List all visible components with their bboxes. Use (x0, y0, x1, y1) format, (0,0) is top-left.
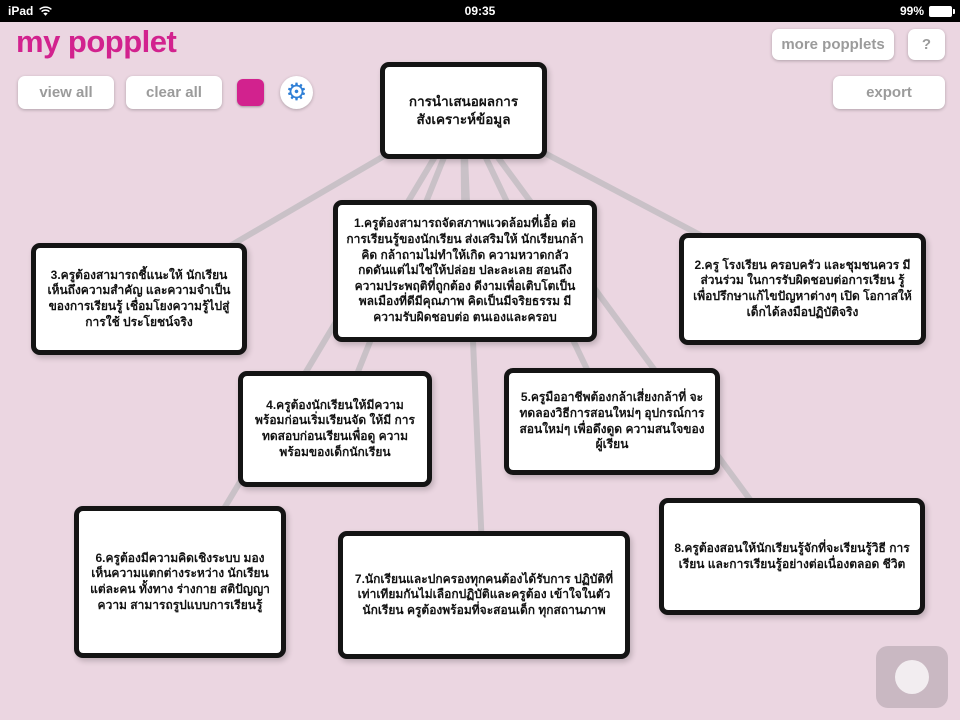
minimized-popplet-control[interactable] (876, 646, 948, 708)
clear-all-button[interactable]: clear all (126, 76, 222, 109)
popple-text: 1.ครูต้องสามารถจัดสภาพแวดล้อมที่เอื้อ ต่… (346, 216, 584, 324)
root-popple-text: การนำเสนอผลการ สังเคราะห์ข้อมูล (408, 93, 519, 127)
popple-text: 6.ครูต้องมีความคิดเชิงระบบ มองเห็นความแต… (90, 550, 270, 612)
popple-node[interactable]: 7.นักเรียนและปกครองทุกคนต้องได้รับการ ปฏ… (338, 531, 630, 659)
popple-text: 3.ครูต้องสามารถชี้แนะให้ นักเรียนเห็นถึง… (47, 267, 231, 329)
view-all-button[interactable]: view all (18, 76, 114, 109)
connector-line (177, 108, 466, 584)
popple-node[interactable]: 4.ครูต้องนักเรียนให้มีความ พร้อมก่อนเริ่… (238, 371, 432, 487)
color-swatch-button[interactable] (237, 79, 264, 106)
popple-node[interactable]: 6.ครูต้องมีความคิดเชิงระบบ มองเห็นความแต… (74, 506, 286, 658)
popple-text: 4.ครูต้องนักเรียนให้มีความ พร้อมก่อนเริ่… (254, 397, 415, 459)
popple-node[interactable]: 5.ครูมืออาชีพต้องกล้าเสี่ยงกล้าที่ จะทดล… (504, 368, 720, 475)
more-popplets-button[interactable]: more popplets (772, 29, 894, 60)
wifi-icon (39, 6, 53, 16)
app-logo: my popplet (16, 24, 177, 59)
clock: 09:35 (464, 4, 496, 18)
battery-percent: 99% (899, 4, 924, 18)
popple-text: 8.ครูต้องสอนให้นักเรียนรู้จักที่จะเรียนร… (674, 540, 910, 571)
connector-line (460, 108, 795, 559)
popple-node[interactable]: 3.ครูต้องสามารถชี้แนะให้ นักเรียนเห็นถึง… (31, 243, 247, 355)
popple-text: 2.ครู โรงเรียน ครอบครัว และชุมชนควร มีส่… (693, 257, 912, 319)
popple-node[interactable]: 8.ครูต้องสอนให้นักเรียนรู้จักที่จะเรียนร… (659, 498, 925, 615)
device-label: iPad (8, 4, 34, 18)
popple-node[interactable]: 2.ครู โรงเรียน ครอบครัว และชุมชนควร มีส่… (679, 233, 926, 345)
popple-text: 5.ครูมืออาชีพต้องกล้าเสี่ยงกล้าที่ จะทดล… (519, 390, 705, 452)
settings-button[interactable]: ⚙ (280, 76, 313, 109)
popple-text: 7.นักเรียนและปกครองทุกคนต้องได้รับการ ปฏ… (354, 571, 614, 617)
root-popple[interactable]: การนำเสนอผลการ สังเคราะห์ข้อมูล (380, 62, 547, 159)
gear-icon: ⚙ (285, 78, 308, 106)
battery-icon (929, 5, 955, 17)
export-button[interactable]: export (833, 76, 945, 109)
popple-node[interactable]: 1.ครูต้องสามารถจัดสภาพแวดล้อมที่เอื้อ ต่… (333, 200, 597, 342)
connector-line (460, 109, 487, 596)
help-button[interactable]: ? (908, 29, 945, 60)
status-bar: iPad 09:35 99% (0, 0, 960, 22)
bubble-icon (895, 660, 929, 694)
